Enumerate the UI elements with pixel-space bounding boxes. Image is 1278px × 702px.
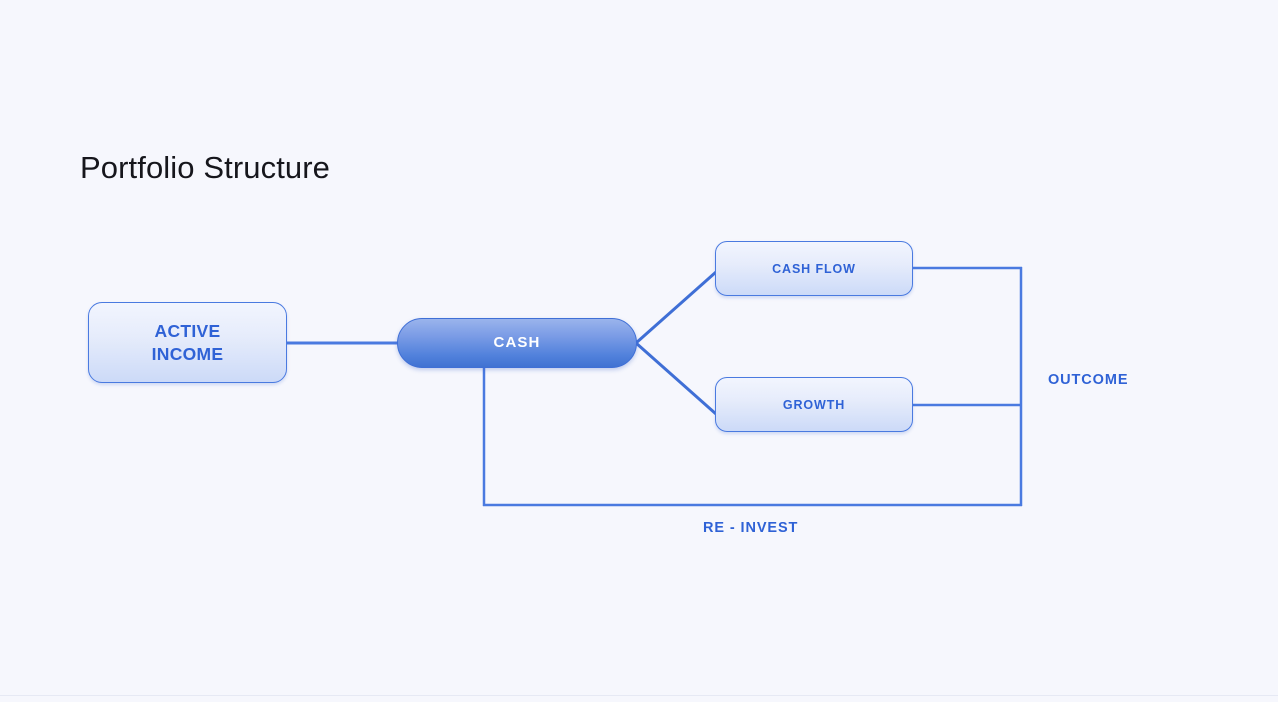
node-active-income-line2: INCOME: [151, 343, 224, 364]
node-cash[interactable]: CASH: [397, 318, 637, 368]
label-outcome: OUTCOME: [1048, 372, 1129, 388]
node-active-income-line1: ACTIVE: [154, 321, 221, 342]
node-cash-flow-label: CASH FLOW: [772, 261, 856, 276]
node-active-income[interactable]: ACTIVE INCOME: [88, 302, 287, 383]
edge-cash-to-growth: [635, 341, 717, 416]
node-growth[interactable]: GROWTH: [715, 377, 913, 432]
edge-cash-to-cash-flow: [635, 270, 717, 345]
page-title: Portfolio Structure: [80, 150, 331, 185]
bottom-divider: [0, 695, 1278, 696]
node-active-income-label: ACTIVE INCOME: [152, 320, 224, 365]
node-cash-label: CASH: [493, 334, 541, 352]
node-growth-label: GROWTH: [782, 397, 846, 412]
label-reinvest: RE - INVEST: [703, 520, 799, 536]
node-cash-flow[interactable]: CASH FLOW: [715, 241, 913, 296]
